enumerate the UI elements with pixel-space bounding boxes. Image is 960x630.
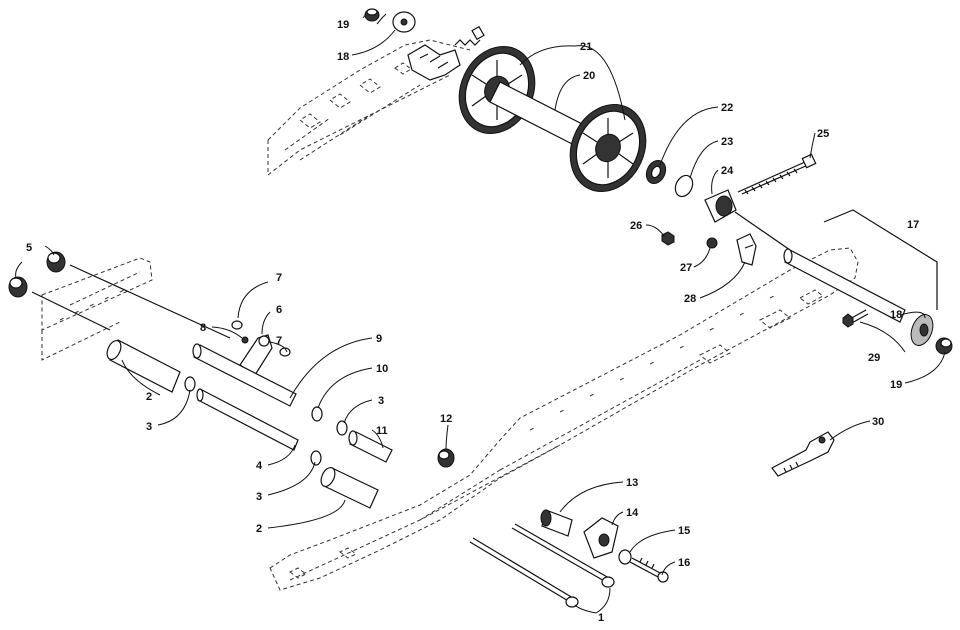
bracket-17-line [823,209,938,310]
washer-10 [311,406,323,422]
idler-wheel-21-right [569,103,647,193]
callout-15: 15 [678,525,690,537]
callout-7-upper: 7 [276,272,282,284]
callout-3-mid: 3 [256,491,262,503]
callout-10: 10 [376,363,388,375]
callout-21: 21 [580,41,592,53]
callout-8: 8 [200,322,206,334]
main-rail [269,247,859,591]
callout-4: 4 [256,460,263,472]
callout-3-left: 3 [146,421,152,433]
callout-12: 12 [440,413,452,425]
bushing-5-upper [46,251,66,273]
shaft-9 [192,343,297,407]
callout-19-top: 19 [337,19,349,31]
block-14 [583,517,619,559]
callout-28: 28 [684,293,696,305]
callout-labels: 1 2 2 3 3 3 4 5 6 7 7 8 9 10 11 12 13 14… [26,19,919,624]
callout-7-lower: 7 [276,335,282,347]
bolt-16 [629,557,669,583]
washer-18-right [910,314,934,346]
callout-17: 17 [907,219,919,231]
callout-29: 29 [868,352,880,364]
block-28 [736,233,757,266]
bushing-12 [437,448,455,468]
callout-27: 27 [680,262,692,274]
callout-9: 9 [376,333,382,345]
pin-8 [241,336,249,344]
cap-19-right [935,337,953,355]
callout-11: 11 [376,425,388,437]
callout-30: 30 [872,416,884,428]
right-axle [783,248,906,323]
snap-ring-23 [674,174,694,198]
spacer-11 [348,430,393,463]
callout-26: 26 [630,220,642,232]
spacer-2-lower [320,466,379,509]
spacer-2-upper [106,339,181,393]
nut-26 [661,231,675,246]
adjuster-24 [704,189,737,223]
callout-16: 16 [678,557,690,569]
bolt-1-a [469,537,579,608]
callout-2-lower: 2 [256,523,262,535]
shaft-4 [196,388,299,451]
bolt-25 [737,153,817,195]
washer-3-c [310,450,322,466]
leader-lines [15,13,946,614]
left-rail [41,257,153,361]
callout-13: 13 [626,477,638,489]
callout-20: 20 [583,70,595,82]
callout-24: 24 [721,165,734,177]
washer-3-a [184,376,196,392]
upper-rail-section [267,25,485,176]
washer-3-b [336,420,348,436]
bushing-5-lower [8,276,28,298]
bracket-30 [771,431,835,477]
washer-27 [706,237,718,249]
bolt-1-b [511,523,615,588]
callout-18-right: 18 [890,309,902,321]
callout-3-right: 3 [378,395,384,407]
bearing-22 [645,159,667,185]
spacer-13 [540,509,573,537]
callout-5: 5 [26,242,32,254]
callout-14: 14 [626,507,639,519]
washer-15 [618,549,632,565]
cap-7-upper [231,320,243,330]
bolt-29 [842,309,869,328]
callout-6: 6 [276,304,282,316]
callout-22: 22 [721,102,733,114]
callout-25: 25 [817,128,829,140]
callout-2-upper: 2 [146,391,152,403]
callout-23: 23 [721,136,733,148]
callout-18-top: 18 [337,51,349,63]
callout-19-right: 19 [890,379,902,391]
callout-1: 1 [598,612,604,624]
washer-18-top [392,11,416,33]
cap-19-top [364,8,380,22]
